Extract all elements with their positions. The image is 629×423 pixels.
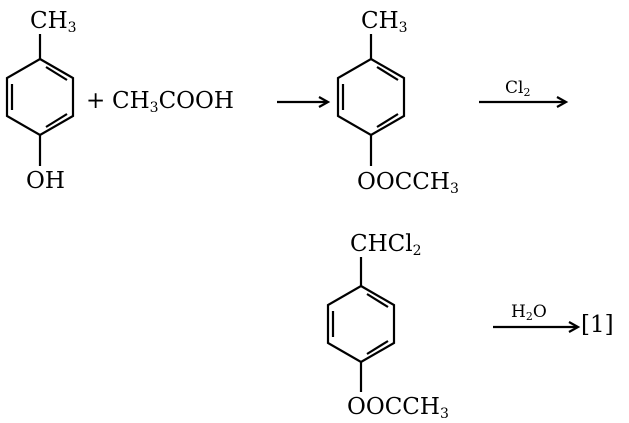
acetic-acid-formula: CH3COOH xyxy=(112,88,234,116)
reaction-arrow-3 xyxy=(493,321,581,333)
reaction-arrow-1 xyxy=(277,96,331,108)
substituent-hydroxyl-ring1: OH xyxy=(26,168,65,194)
reaction-arrow-2 xyxy=(479,96,569,108)
substituent-ester-ring2: OOCCH3 xyxy=(357,169,459,197)
substituent-chcl2-ring3: CHCl2 xyxy=(350,231,422,259)
unknown-product-placeholder: [1] xyxy=(581,312,614,338)
substituent-methyl-ring2: CH3 xyxy=(361,8,408,36)
benzene-ring-tolyl-acetate xyxy=(336,57,406,137)
benzene-ring-dichloromethyl xyxy=(326,284,396,364)
substituent-methyl-ring1: CH3 xyxy=(30,8,77,36)
chlorine-reagent: Cl2 xyxy=(505,78,531,99)
plus-sign: + xyxy=(86,88,106,114)
substituent-ester-ring3: OOCCH3 xyxy=(347,394,449,422)
benzene-ring-p-cresol xyxy=(5,57,75,137)
water-reagent: H2O xyxy=(511,302,547,323)
